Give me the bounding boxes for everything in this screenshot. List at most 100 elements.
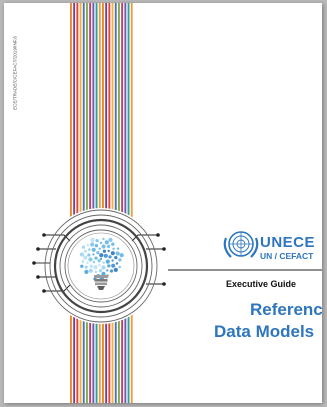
bulb-dot (95, 239, 99, 243)
bulb-dot (87, 253, 91, 257)
bulb-dot (111, 259, 114, 262)
bulb-dot (112, 247, 115, 250)
bulb-dot (108, 255, 112, 259)
document-code: ECE/TRADE/C/CEFACT/2019/INF.6 (12, 36, 18, 110)
bulb-dot (81, 260, 85, 263)
cover-artwork (32, 3, 322, 403)
bulb-dot (80, 264, 84, 268)
bulb-dot (90, 237, 95, 242)
bulb-dot (101, 265, 106, 270)
bulb-base (95, 282, 107, 286)
bulb-dot (83, 255, 88, 260)
bulb-dot (98, 247, 101, 250)
color-stripe (70, 3, 72, 403)
color-stripe (102, 3, 104, 403)
color-stripe (82, 3, 85, 403)
bulb-dot (118, 258, 122, 262)
color-stripe (95, 3, 98, 403)
bulb-dot (119, 253, 124, 258)
bulb-dot (109, 269, 114, 273)
bulb-dot (88, 268, 93, 273)
bulb-dot (98, 264, 101, 267)
document-title-line-1: Reference (250, 300, 322, 319)
bulb-dot (113, 267, 118, 272)
color-stripes (43, 3, 159, 403)
color-stripe (121, 3, 124, 403)
circuit-dot (156, 233, 160, 237)
bulb-dot (92, 253, 95, 256)
document-cover: ECE/TRADE/C/CEFACT/2019/INF.6 UNECE UN /… (4, 3, 322, 403)
bulb-dot (115, 262, 119, 265)
bulb-dot (79, 252, 84, 257)
organization-name: UNECE (260, 234, 316, 251)
bulb-dot (81, 245, 86, 249)
bulb-dot (94, 256, 98, 260)
color-stripe (92, 3, 95, 403)
bulb-dot (115, 251, 120, 256)
bulb-dot (118, 265, 121, 269)
bulb-dot (92, 260, 96, 264)
circuit-dot (32, 261, 36, 265)
color-stripe (86, 3, 88, 403)
bulb-dot (106, 269, 109, 272)
bulb-dot (86, 261, 89, 264)
circuit-dot (162, 282, 166, 286)
bulb-dot (102, 261, 105, 264)
bulb-dot (106, 244, 111, 249)
circuit-dot (36, 247, 40, 251)
circuit-dot (36, 275, 40, 279)
bulb-dot (108, 237, 113, 242)
color-stripe (114, 3, 117, 403)
color-stripe (124, 3, 127, 403)
color-stripe (98, 3, 101, 403)
bulb-dot (96, 251, 100, 255)
circuit-line (44, 234, 71, 242)
bulb-dot (110, 251, 115, 256)
color-stripe (105, 3, 108, 403)
emblem-leaf (250, 237, 259, 258)
bulb-dot (99, 257, 103, 261)
bulb-dot (99, 253, 104, 258)
ring (64, 229, 138, 303)
bulb-tip (97, 286, 105, 290)
bulb-dot (93, 265, 98, 270)
bulb-dot (107, 264, 111, 268)
bulb-dot (111, 263, 116, 268)
circuit-dot (42, 233, 46, 237)
ring (49, 214, 153, 318)
color-stripe (79, 3, 82, 403)
color-stripe (108, 3, 111, 403)
bulb-base (94, 279, 108, 282)
bulb-dot (94, 270, 98, 274)
circuit-dot (162, 247, 166, 251)
bulb-dot (90, 242, 95, 247)
bulb-dot (104, 240, 109, 245)
bulb-dot (94, 244, 99, 248)
bulb-dot (89, 264, 93, 268)
bulb-dot (86, 243, 89, 247)
bulb-dot (84, 265, 88, 269)
color-stripe (130, 3, 133, 403)
color-stripe (111, 3, 114, 403)
color-stripe (118, 3, 120, 403)
ring (53, 218, 149, 314)
un-emblem-icon (223, 231, 259, 258)
color-stripe (127, 3, 130, 403)
bulb-dot (88, 257, 93, 262)
bulb-dot (105, 259, 110, 264)
color-stripe (76, 3, 79, 403)
organization-subtitle: UN / CEFACT (260, 251, 314, 261)
bulb-base (94, 275, 108, 278)
bulb-dot (101, 244, 106, 249)
bulb-dot (111, 242, 115, 246)
circuit-dot (42, 289, 46, 293)
document-type: Executive Guide (226, 279, 297, 289)
bulb-dot (114, 255, 118, 260)
bulb-dot (97, 259, 101, 263)
ring (59, 224, 143, 308)
lightbulb-icon (79, 237, 124, 290)
color-stripe (73, 3, 76, 403)
bulb-dot (101, 271, 106, 276)
bulb-dot (102, 237, 105, 241)
emblem-leaf (223, 237, 232, 258)
